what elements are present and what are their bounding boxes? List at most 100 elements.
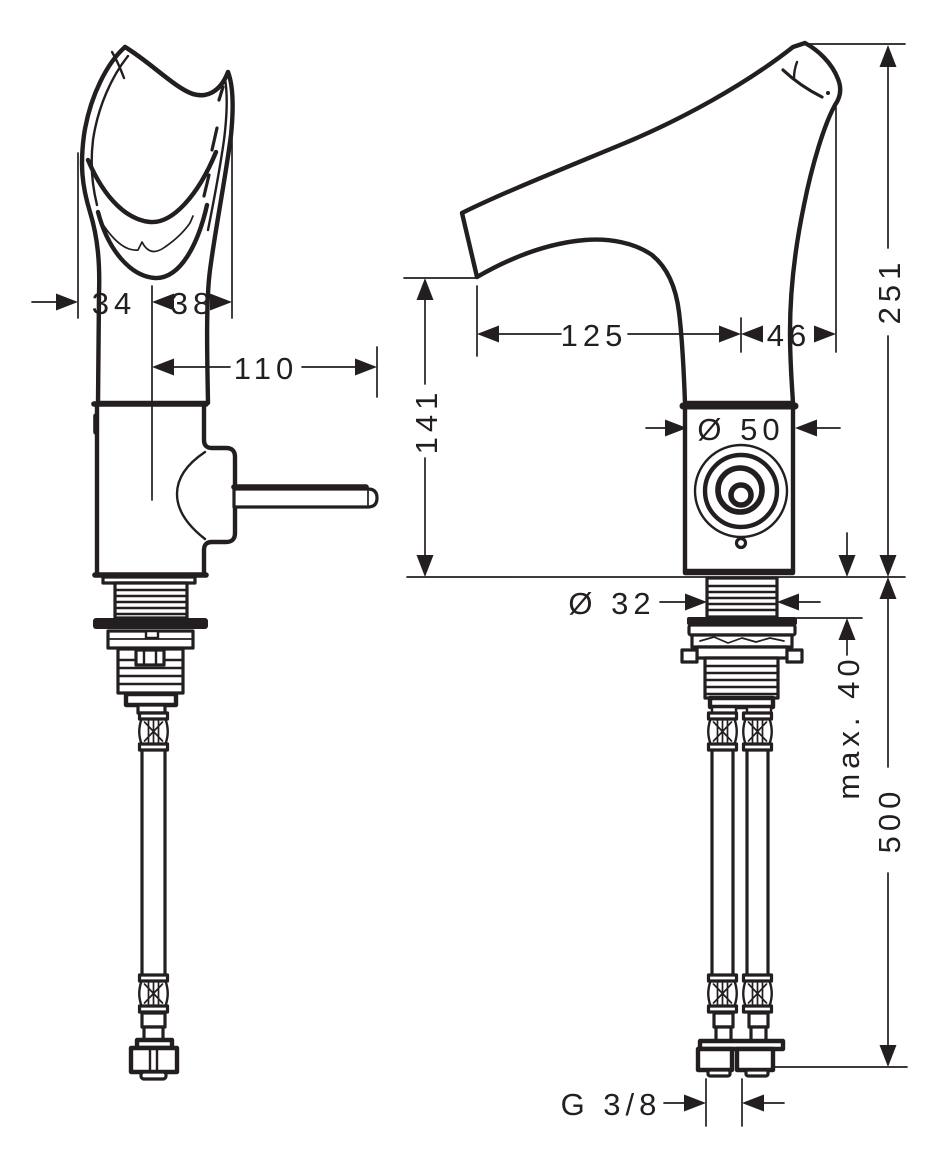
spout-tip-rim	[781, 68, 824, 99]
arrow-right-icon	[210, 293, 232, 311]
arrow-left-icon	[777, 593, 799, 611]
hex-nut-facets	[148, 1047, 159, 1073]
ferrule-left-1	[712, 1011, 735, 1029]
bowl-thin-contour	[99, 215, 194, 253]
fixing-clip-lines	[142, 648, 158, 666]
arrow-right-icon	[684, 1094, 706, 1112]
boss-transition-curve	[175, 450, 207, 541]
clamp-band	[695, 645, 789, 660]
handle-ring-mid	[702, 452, 780, 530]
dim-500-label: 500	[872, 787, 907, 854]
dim-125-label: 125	[561, 318, 628, 353]
arrow-right-icon	[355, 358, 377, 376]
dim-46-label: 46	[767, 318, 811, 353]
dimension-thread-size: G 3/8	[561, 1078, 785, 1127]
dim-g38-label: G 3/8	[561, 1087, 662, 1122]
nut-tail	[139, 1070, 168, 1081]
goblet-inner-wall-right	[206, 77, 228, 232]
dim-50-label: Ø 50	[697, 412, 784, 447]
horn-hatch-1	[217, 85, 225, 102]
dimension-annotations: 34 38 110 141 125	[31, 43, 908, 1127]
thread-break-squiggle	[699, 636, 785, 644]
supply-hose-right	[745, 748, 770, 977]
clamp-tab-left	[680, 648, 699, 664]
dimension-handle-reach: 110	[152, 346, 378, 398]
lock-nut-notch	[144, 629, 160, 640]
supply-hose-left	[710, 748, 735, 977]
arrow-up-icon	[879, 577, 897, 599]
hose-braid-bottom-left	[706, 973, 739, 1014]
dimension-hose-length: 500	[872, 577, 907, 1067]
arrow-down-icon	[416, 555, 434, 577]
handle-lever	[232, 487, 379, 509]
arrow-up-icon	[416, 278, 434, 300]
dim-38-label: 38	[171, 286, 215, 321]
fixing-clip	[134, 648, 166, 667]
supply-hose	[140, 748, 167, 977]
arrow-right-icon	[685, 593, 707, 611]
dim-141-label: 141	[409, 388, 444, 455]
rim-edge-detail	[110, 50, 126, 80]
spout-outline	[459, 40, 843, 406]
hex-nut-left	[695, 1046, 735, 1073]
arrow-left-icon	[742, 1094, 764, 1112]
shank-end-step	[123, 691, 179, 708]
shank-ribs	[706, 584, 778, 612]
arrow-left-icon	[152, 293, 174, 311]
faucet-body-side	[679, 402, 799, 576]
glass-spout-front	[79, 44, 235, 406]
handle-screw-dot	[734, 536, 748, 550]
horn-hatch-2	[210, 126, 219, 152]
handle-pivot	[728, 482, 754, 508]
hex-nut	[128, 1045, 180, 1075]
glass-spout-side	[459, 40, 843, 406]
arrow-left-icon	[477, 325, 499, 343]
dim-max40-label: max. 40	[831, 654, 866, 799]
hose-braid-top-right	[741, 711, 774, 752]
dimension-spout-widths: 34 38	[31, 96, 233, 321]
faucet-body-front	[91, 401, 379, 578]
arrow-right-icon	[719, 325, 741, 343]
goblet-rim	[122, 44, 231, 98]
deck-flange	[93, 618, 208, 629]
arrow-left-icon	[152, 358, 174, 376]
arrow-left-icon	[795, 419, 817, 437]
spout-tip-dot	[826, 91, 830, 95]
arrow-up-icon	[879, 45, 897, 67]
bowl-front-rim	[95, 202, 210, 281]
deck-flange-top	[687, 617, 797, 625]
arrow-up-icon	[838, 618, 856, 640]
dimension-base-diameter: Ø 50	[645, 412, 841, 447]
mounting-hardware-front	[93, 575, 208, 1081]
dimension-total-height: 251	[872, 45, 907, 577]
arrow-down-icon	[879, 555, 897, 577]
dimension-spout-reach: 125 46	[476, 106, 837, 357]
dim-251-label: 251	[872, 258, 907, 325]
dim-32-label: Ø 32	[568, 586, 655, 621]
hex-nut-right	[734, 1046, 776, 1073]
arrow-down-icon	[879, 1045, 897, 1067]
mounting-hardware-side	[680, 576, 804, 1078]
ribbed-column	[703, 656, 780, 700]
threaded-shank	[113, 581, 189, 620]
body-outline	[94, 401, 238, 578]
dim-34-label: 34	[92, 286, 136, 321]
arrow-right-icon	[814, 325, 836, 343]
hose-ferrule-1	[140, 1011, 167, 1029]
clamp-tab-right	[785, 648, 804, 664]
spout-tip-detail	[792, 60, 799, 80]
side-view	[459, 40, 843, 1078]
dimension-outlet-height: 141	[409, 278, 444, 577]
bowl-back-rim	[85, 149, 219, 225]
dimension-deck-thickness: max. 40	[831, 532, 866, 800]
shank-ribs	[114, 588, 188, 616]
column-ribs	[704, 664, 779, 696]
hose-braid-top	[137, 711, 170, 752]
nut-tail-left	[706, 1068, 732, 1078]
arrow-down-icon	[838, 555, 856, 577]
hose-braid-bottom	[137, 973, 170, 1014]
hose-braid-bottom-right	[741, 973, 774, 1014]
arrow-right-icon	[56, 293, 78, 311]
